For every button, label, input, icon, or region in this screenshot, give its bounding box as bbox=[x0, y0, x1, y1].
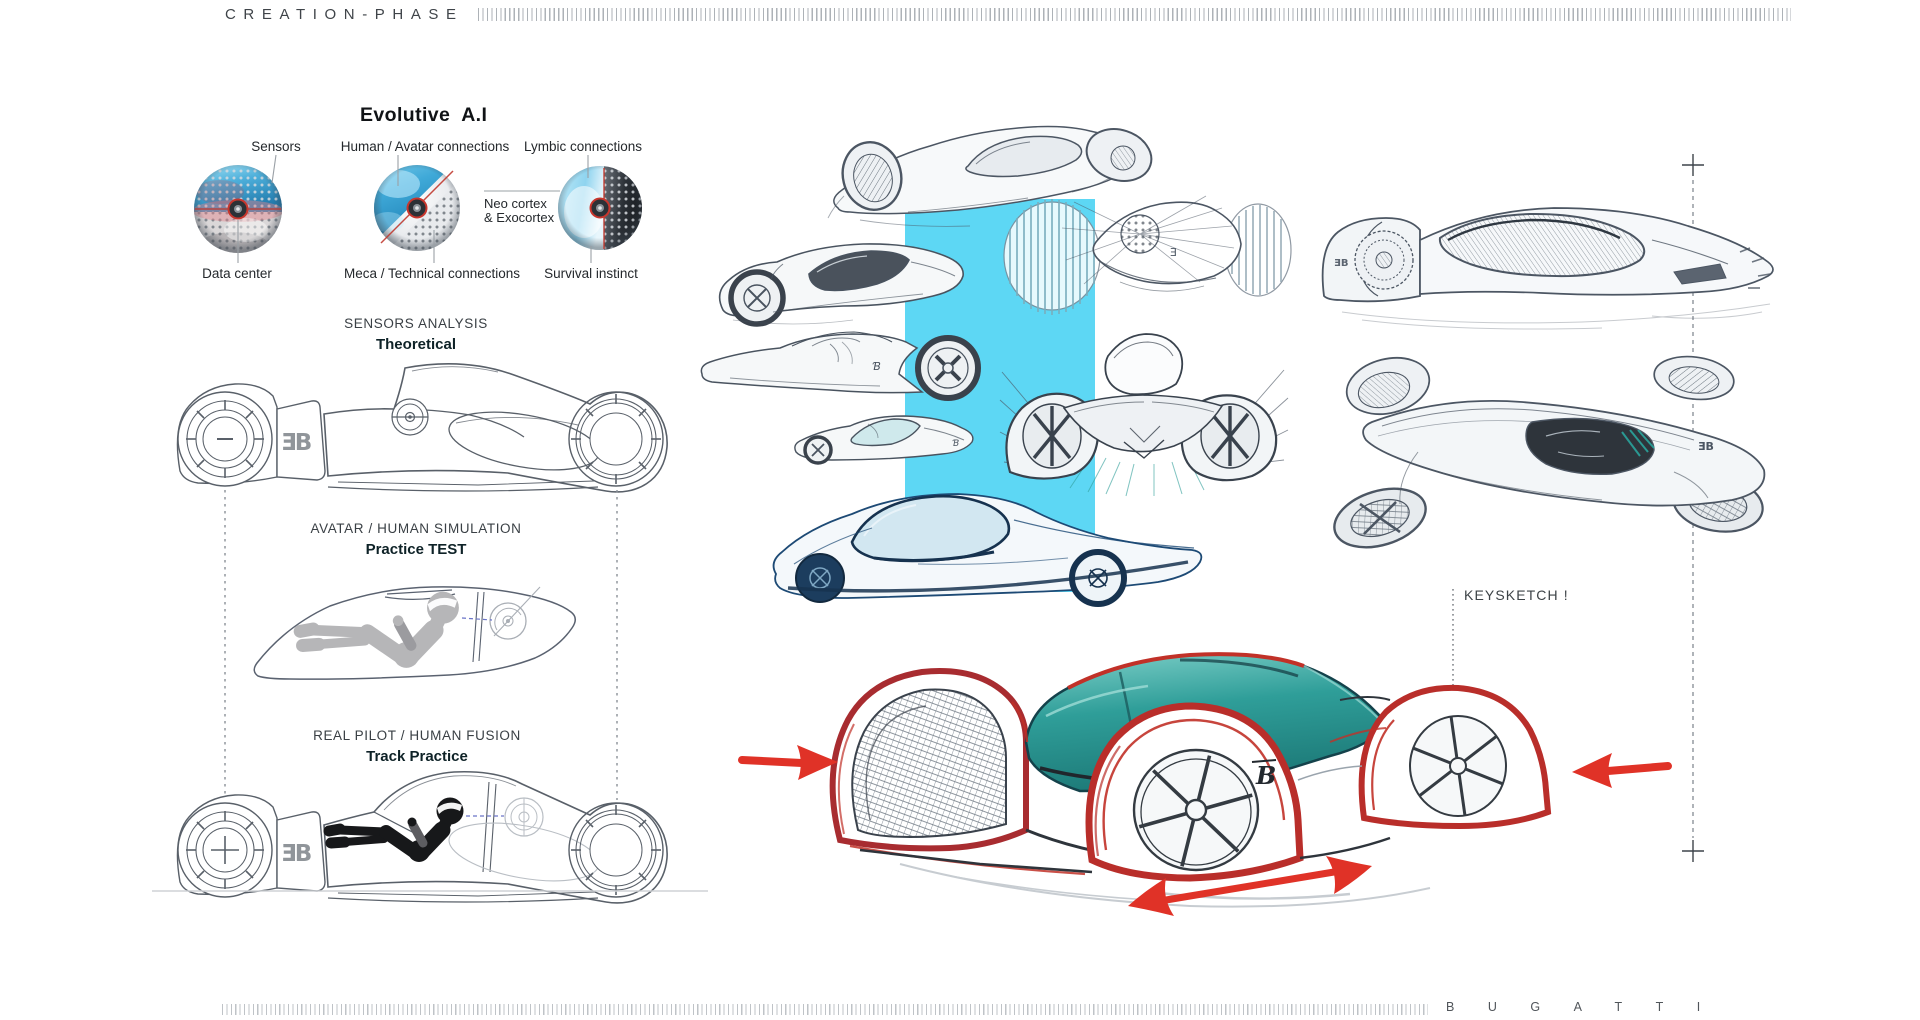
sketch-pencil-top-view: ƎB bbox=[1333, 355, 1766, 549]
page-title: CREATION-PHASE bbox=[225, 6, 464, 23]
eb-logo: ƎB bbox=[281, 430, 311, 456]
neo-cortex-line2: & Exocortex bbox=[484, 209, 555, 225]
construction-guides bbox=[224, 490, 618, 800]
svg-text:Ɓ: Ɓ bbox=[872, 360, 881, 373]
label-neo-cortex: Neo cortex & Exocortex bbox=[484, 197, 554, 224]
label-sensors: Sensors bbox=[251, 139, 301, 154]
steering-wheel-marker bbox=[391, 398, 429, 436]
svg-text:Ǝ: Ǝ bbox=[1170, 246, 1177, 259]
red-arrow-left bbox=[738, 745, 838, 780]
keysketch-car: B bbox=[829, 652, 1552, 908]
keysketch-b-logo: B bbox=[1251, 759, 1276, 790]
sphere-lymbic-survival bbox=[558, 166, 642, 250]
sketch-small-side-view: Ɓ bbox=[794, 415, 974, 465]
sketch-side-view-dark-canopy bbox=[718, 243, 964, 327]
sketch-front-view-x-wheels bbox=[999, 333, 1289, 497]
footer-barcode bbox=[222, 1004, 1428, 1015]
svg-text:ƎB: ƎB bbox=[1698, 440, 1714, 453]
stage-title: REAL PILOT / HUMAN FUSION bbox=[313, 728, 521, 743]
lineart-car-track: ƎB bbox=[176, 770, 668, 904]
label-lymbic: Lymbic connections bbox=[523, 139, 643, 154]
sphere-human-meca bbox=[374, 165, 460, 251]
red-arrow-right bbox=[1572, 753, 1672, 788]
evolutive-ai-title: Evolutive A.I bbox=[360, 104, 488, 126]
stage-subtitle: Track Practice bbox=[366, 748, 468, 765]
keysketch-far-wheel bbox=[1409, 715, 1507, 817]
sketch-turbine-front-view: Ǝ bbox=[1003, 195, 1292, 315]
label-survival-instinct: Survival instinct bbox=[544, 266, 638, 281]
sphere-leader-lines bbox=[237, 154, 592, 263]
pilot-silhouette-gray bbox=[293, 591, 459, 668]
pod-steering-wheel bbox=[489, 586, 541, 640]
svg-text:B: B bbox=[1255, 761, 1276, 790]
stage-subtitle: Theoretical bbox=[375, 336, 457, 353]
brand-name: BUGATTI bbox=[1446, 1000, 1734, 1014]
header-barcode bbox=[478, 8, 1791, 21]
sketch-side-view-big-wheel: Ɓ bbox=[700, 331, 981, 401]
stage-subtitle: Practice TEST bbox=[365, 541, 467, 558]
rear-wheel bbox=[568, 802, 664, 898]
sketch-rear-quarter-view bbox=[827, 125, 1153, 227]
cockpit-pod-sketch bbox=[253, 586, 576, 680]
keysketch-label: KEYSKETCH ! bbox=[1464, 587, 1569, 603]
svg-text:Ɓ: Ɓ bbox=[952, 439, 959, 449]
lineart-car-theoretical: ƎB bbox=[176, 363, 668, 493]
front-wheel bbox=[177, 391, 273, 487]
pilot-silhouette-black bbox=[323, 797, 464, 862]
sketch-blue-side-view bbox=[772, 493, 1203, 607]
label-meca-technical: Meca / Technical connections bbox=[343, 266, 521, 281]
rear-wheel bbox=[568, 391, 664, 487]
stage-title: AVATAR / HUMAN SIMULATION bbox=[310, 521, 522, 536]
label-human-avatar: Human / Avatar connections bbox=[340, 139, 510, 154]
steering-wheel-faint bbox=[504, 797, 544, 837]
sketch-pencil-side-view: ƎB bbox=[1321, 207, 1774, 330]
front-wheel bbox=[177, 802, 273, 898]
keysketch-front-wheel bbox=[1132, 748, 1260, 872]
stage-title: SENSORS ANALYSIS bbox=[344, 316, 488, 331]
label-data-center: Data center bbox=[202, 266, 272, 281]
svg-text:ƎB: ƎB bbox=[1334, 258, 1348, 269]
eb-logo: ƎB bbox=[281, 841, 311, 867]
neo-cortex-line1: Neo cortex bbox=[484, 196, 547, 211]
red-arrow-span bbox=[1128, 856, 1372, 916]
